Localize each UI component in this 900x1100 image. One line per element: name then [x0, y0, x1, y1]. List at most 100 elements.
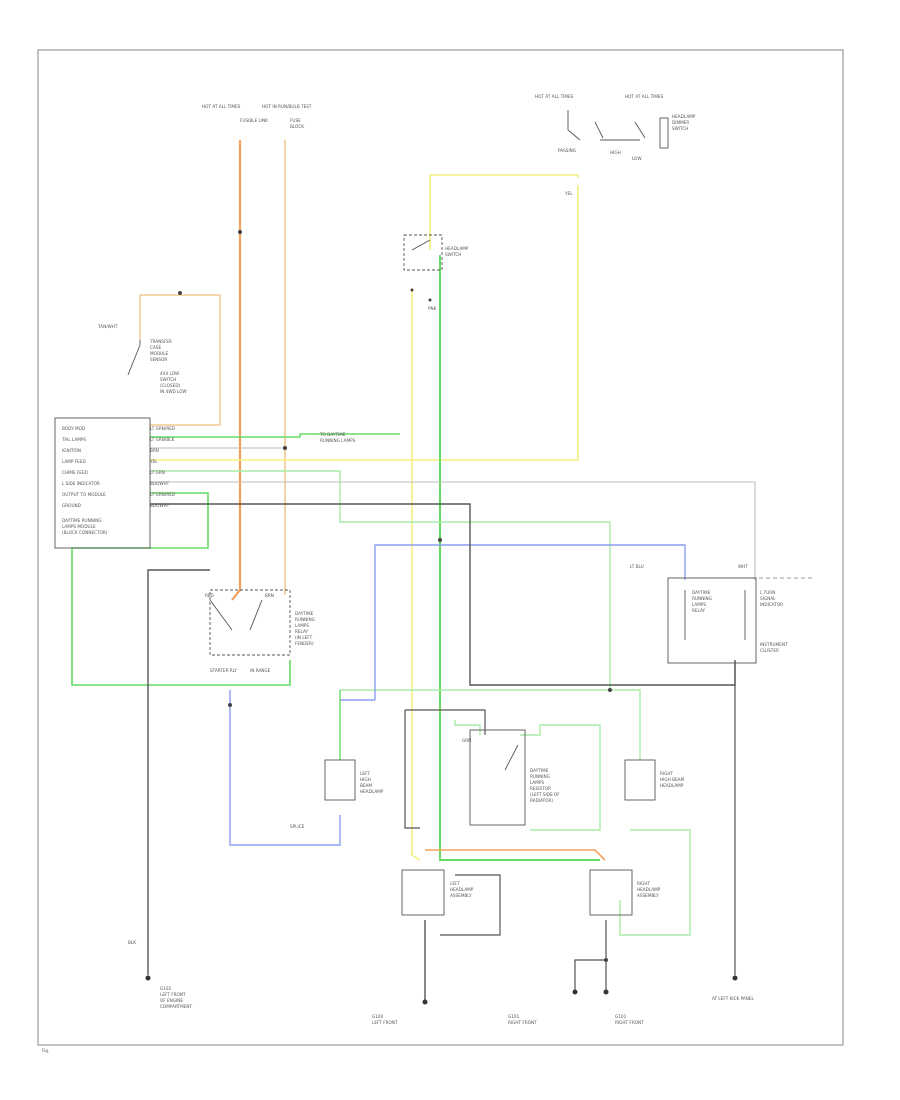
label-left-lamp-2: HEADLAMP — [450, 887, 474, 892]
label-g102-2: LEFT FRONT — [160, 992, 186, 997]
label-center-6: RADIATOR) — [530, 798, 553, 803]
label-g-blk: BLK — [128, 940, 136, 945]
wire-yellow-right — [150, 185, 579, 461]
wire-black-mid — [405, 709, 486, 735]
label-g102-3: OF ENGINE — [160, 998, 183, 1003]
label-headlamp-switch-2: SWITCH — [445, 252, 461, 257]
wire-black-lamp-g2 — [440, 874, 501, 936]
splice-dot — [604, 958, 608, 962]
label-dimmer-low: LOW — [632, 156, 642, 161]
label-right-high-3: HEADLAMP — [660, 783, 684, 788]
label-g102: G102 — [160, 986, 172, 991]
left-high-beam — [324, 759, 356, 801]
label-right-module-2: SIGNAL — [760, 596, 776, 601]
label-blu-wire: LT BLU — [630, 564, 644, 569]
label-transfer-2: CASE — [150, 345, 161, 350]
right-headlamp-assembly — [589, 869, 633, 916]
wire-label: BLK/WHT — [150, 503, 170, 508]
label-4x4-low: 4X4 LOW — [160, 371, 179, 376]
label-right-lamp: RIGHT — [637, 881, 651, 886]
label-left-lamp: LEFT — [450, 881, 460, 886]
label-left-high: LEFT — [360, 771, 370, 776]
label-daytime-relay-5: (IN LEFT — [295, 635, 313, 640]
wire-green-dimmer — [439, 255, 600, 861]
wire-green-low — [150, 433, 400, 438]
label-to-daytime-2: RUNNING LAMPS — [320, 438, 356, 443]
left-headlamp-assembly — [401, 869, 445, 916]
ground-g101b-icon — [603, 989, 609, 995]
label-center: DAYTIME — [530, 768, 549, 773]
diagram-frame — [37, 49, 844, 1046]
wire-black-mid-2 — [404, 710, 420, 829]
label-left-high-3: BEAM — [360, 783, 372, 788]
label-hot-in-run: HOT IN RUN/BULB TEST — [262, 104, 312, 109]
label-daytime-relay-6: FENDER) — [295, 641, 314, 646]
wire-gray-chime — [150, 481, 756, 580]
wire-label: LT GRN/RED — [150, 492, 175, 497]
label-pnk-wire: PNK — [428, 306, 437, 311]
ground-kick-icon — [732, 975, 738, 981]
wire-label: LT GRN/BLK — [150, 437, 175, 442]
label-right-high: RIGHT — [660, 771, 674, 776]
label-right-relay: DAYTIME — [692, 590, 711, 595]
label-headlamp-switch: HEADLAMP — [445, 246, 469, 251]
label-right-relay-3: LAMPS — [692, 602, 706, 607]
label-wire-top-right: YEL — [564, 191, 573, 196]
label-daytime-relay-3: LAMPS — [295, 623, 309, 628]
label-right-lamp-3: ASSEMBLY — [637, 893, 659, 898]
splice-dot — [283, 446, 287, 450]
label-right-module-3: INDICATOR — [760, 602, 783, 607]
conn-row-label: LAMP FEED — [62, 459, 86, 464]
footer-code: Fig. — [42, 1048, 49, 1053]
label-g102-4: COMPARTMENT — [160, 1004, 193, 1009]
splice-dot — [608, 688, 612, 692]
label-center-4: RESISTOR — [530, 786, 551, 791]
label-headlamp-dimmer-2: DIMMER — [672, 120, 689, 125]
conn-row-label: TAIL LAMPS — [61, 437, 86, 442]
label-daytime-relay-4: RELAY — [295, 629, 309, 634]
wire-label: BRN — [150, 448, 159, 453]
wire-green-resistor-2 — [520, 724, 601, 831]
label-headlamp-dimmer: HEADLAMP — [672, 114, 696, 119]
conn-row-label: GROUND — [62, 503, 81, 508]
label-g101b-2: RIGHT FRONT — [615, 1020, 644, 1025]
label-starter-rly: STARTER RLY — [210, 668, 237, 673]
label-right-relay-2: RUNNING — [692, 596, 712, 601]
label-g101-2: RIGHT FRONT — [508, 1020, 537, 1025]
label-passing: PASSING — [558, 148, 576, 153]
conn-caption: LAMPS MODULE — [62, 524, 96, 529]
wire-yellow-down — [411, 290, 421, 861]
ground-g102-icon — [145, 975, 151, 981]
label-tan-wht: TAN/WHT — [97, 324, 118, 329]
label-transfer-4: SENSOR — [150, 357, 167, 362]
label-headlamp-dimmer-3: SWITCH — [672, 126, 688, 131]
daytime-relay-left — [209, 589, 291, 656]
wire-orange-lamps — [425, 849, 606, 861]
label-right-module-5: CLUSTER — [760, 648, 779, 653]
conn-caption: (BLOCK CONNECTOR) — [62, 530, 108, 535]
wire-label: BLK/WHT — [150, 481, 170, 486]
dtr-module-box — [54, 417, 151, 549]
label-hot-at-all-times: HOT AT ALL TIMES — [202, 104, 241, 109]
label-4x4-low-4: IN 4WD LOW — [160, 389, 187, 394]
label-to-daytime: TO DAYTIME — [319, 432, 346, 437]
label-left-high-2: HIGH — [360, 777, 371, 782]
wire-green-bottom — [71, 492, 291, 686]
label-center-2: RUNNING — [530, 774, 550, 779]
label-g101b: G101 — [615, 1014, 627, 1019]
right-high-beam — [624, 759, 656, 801]
conn-row-label: L SIDE INDICATOR — [62, 481, 100, 486]
wire-green-resistor — [454, 720, 481, 735]
label-g101: G101 — [508, 1014, 520, 1019]
center-resistor-module — [469, 729, 526, 826]
conn-row-label: BODY MOD — [62, 426, 85, 431]
label-daytime-relay: DAYTIME — [295, 611, 314, 616]
label-right-module-4: INSTRUMENT — [760, 642, 788, 647]
label-daytime-relay-2: RUNNING — [295, 617, 315, 622]
ground-g101a-icon — [572, 989, 578, 995]
label-transfer-3: MODULE — [150, 351, 169, 356]
splice-dot — [438, 538, 442, 542]
label-4x4-low-2: SWITCH — [160, 377, 176, 382]
label-wht-wire: WHT — [738, 564, 748, 569]
